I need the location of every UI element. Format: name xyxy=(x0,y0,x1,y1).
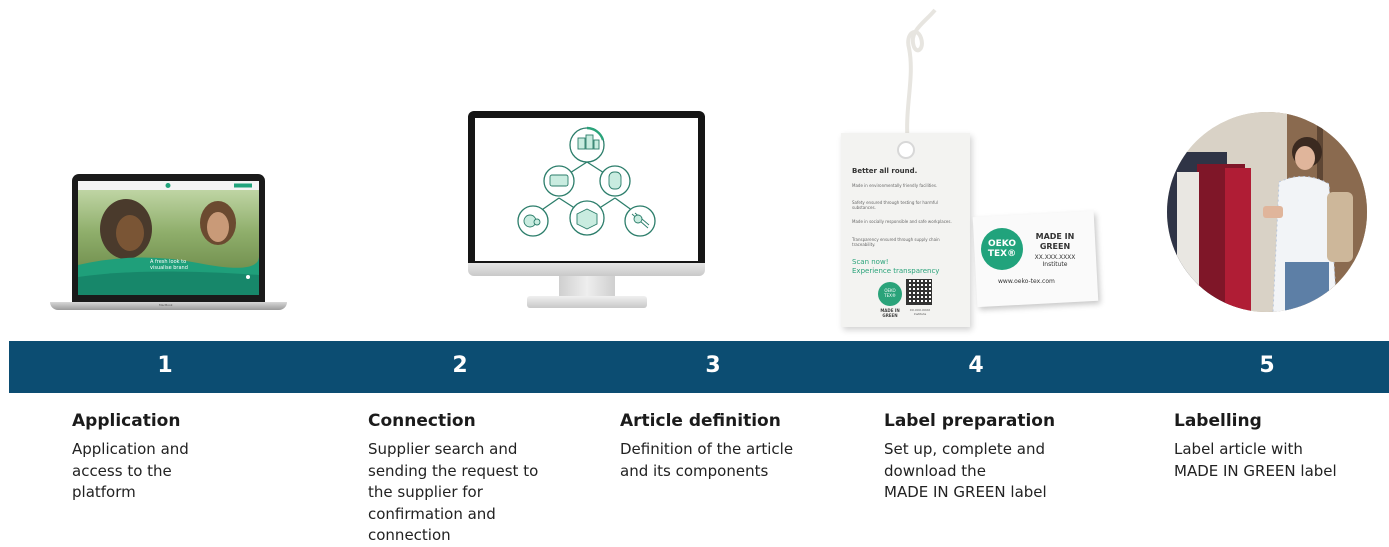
step-description: Set up, complete and download the MADE I… xyxy=(884,440,1047,501)
step-number: 5 xyxy=(1259,353,1275,378)
step-title: Application xyxy=(72,411,181,431)
step-number: 4 xyxy=(968,353,984,378)
tag-line: Transparency ensured through supply chai… xyxy=(852,237,940,247)
laptop-base xyxy=(50,302,287,310)
tag-cta: Scan now! Experience transparency xyxy=(852,258,940,275)
step-title: Connection xyxy=(368,411,476,431)
step-3: Article definition Definition of the art… xyxy=(620,411,810,482)
step-description: Supplier search and sending the request … xyxy=(368,440,539,544)
qr-code-icon xyxy=(906,279,932,305)
tag-line: Made in socially responsible and safe wo… xyxy=(852,219,952,224)
label-oeko-tex-logo: OEKO TEX® xyxy=(981,228,1023,270)
shopping-photo-scene xyxy=(1167,112,1367,312)
hang-tag-image xyxy=(841,133,970,327)
monitor-chin xyxy=(468,263,705,276)
laptop-screen: A fresh look to visualise brand xyxy=(78,181,259,295)
laptop-caption: A fresh look to visualise brand xyxy=(150,259,188,271)
laptop-brand: MacBook xyxy=(159,303,173,307)
step-4: Label preparation Set up, complete and d… xyxy=(884,411,1074,504)
monitor-screen xyxy=(475,118,698,261)
tag-logo-text: OEKO TEX® xyxy=(884,288,896,298)
step-2: Connection Supplier search and sending t… xyxy=(368,411,558,547)
laptop-screen-image xyxy=(78,181,259,295)
monitor-foot xyxy=(527,296,647,308)
tag-hole xyxy=(897,141,915,159)
tag-line: Made in environmentally friendly facilit… xyxy=(852,183,938,188)
monitor-stand xyxy=(559,276,615,296)
label-logo-text: OEKO TEX® xyxy=(987,239,1017,259)
monitor-network-icon xyxy=(517,126,656,237)
tag-code-text: XX.XXX.XXXX Institute xyxy=(909,308,931,316)
tag-line: Safety ensured through testing for harmf… xyxy=(852,200,938,210)
label-code-text: XX.XXX.XXXX Institute xyxy=(1034,254,1076,268)
step-title: Article definition xyxy=(620,411,781,431)
step-number: 1 xyxy=(157,353,173,378)
step-1: Application Application and access to th… xyxy=(72,411,262,504)
step-description: Application and access to the platform xyxy=(72,440,189,501)
tag-title: Better all round. xyxy=(852,167,918,175)
step-description: Label article with MADE IN GREEN label xyxy=(1174,440,1337,480)
tag-string xyxy=(905,8,937,147)
step-band: 1 2 3 4 5 xyxy=(9,341,1389,393)
label-mig-text: MADE IN GREEN xyxy=(1035,232,1075,251)
shopping-photo xyxy=(1167,112,1367,312)
tag-mig-text: MADE IN GREEN xyxy=(880,308,900,318)
step-number: 3 xyxy=(705,353,721,378)
step-5: Labelling Label article with MADE IN GRE… xyxy=(1174,411,1364,482)
step-number: 2 xyxy=(452,353,468,378)
step-title: Labelling xyxy=(1174,411,1262,431)
tag-oeko-tex-logo: OEKO TEX® xyxy=(878,282,902,306)
label-url: www.oeko-tex.com xyxy=(998,278,1055,285)
step-title: Label preparation xyxy=(884,411,1056,431)
step-description: Definition of the article and its compon… xyxy=(620,440,794,480)
